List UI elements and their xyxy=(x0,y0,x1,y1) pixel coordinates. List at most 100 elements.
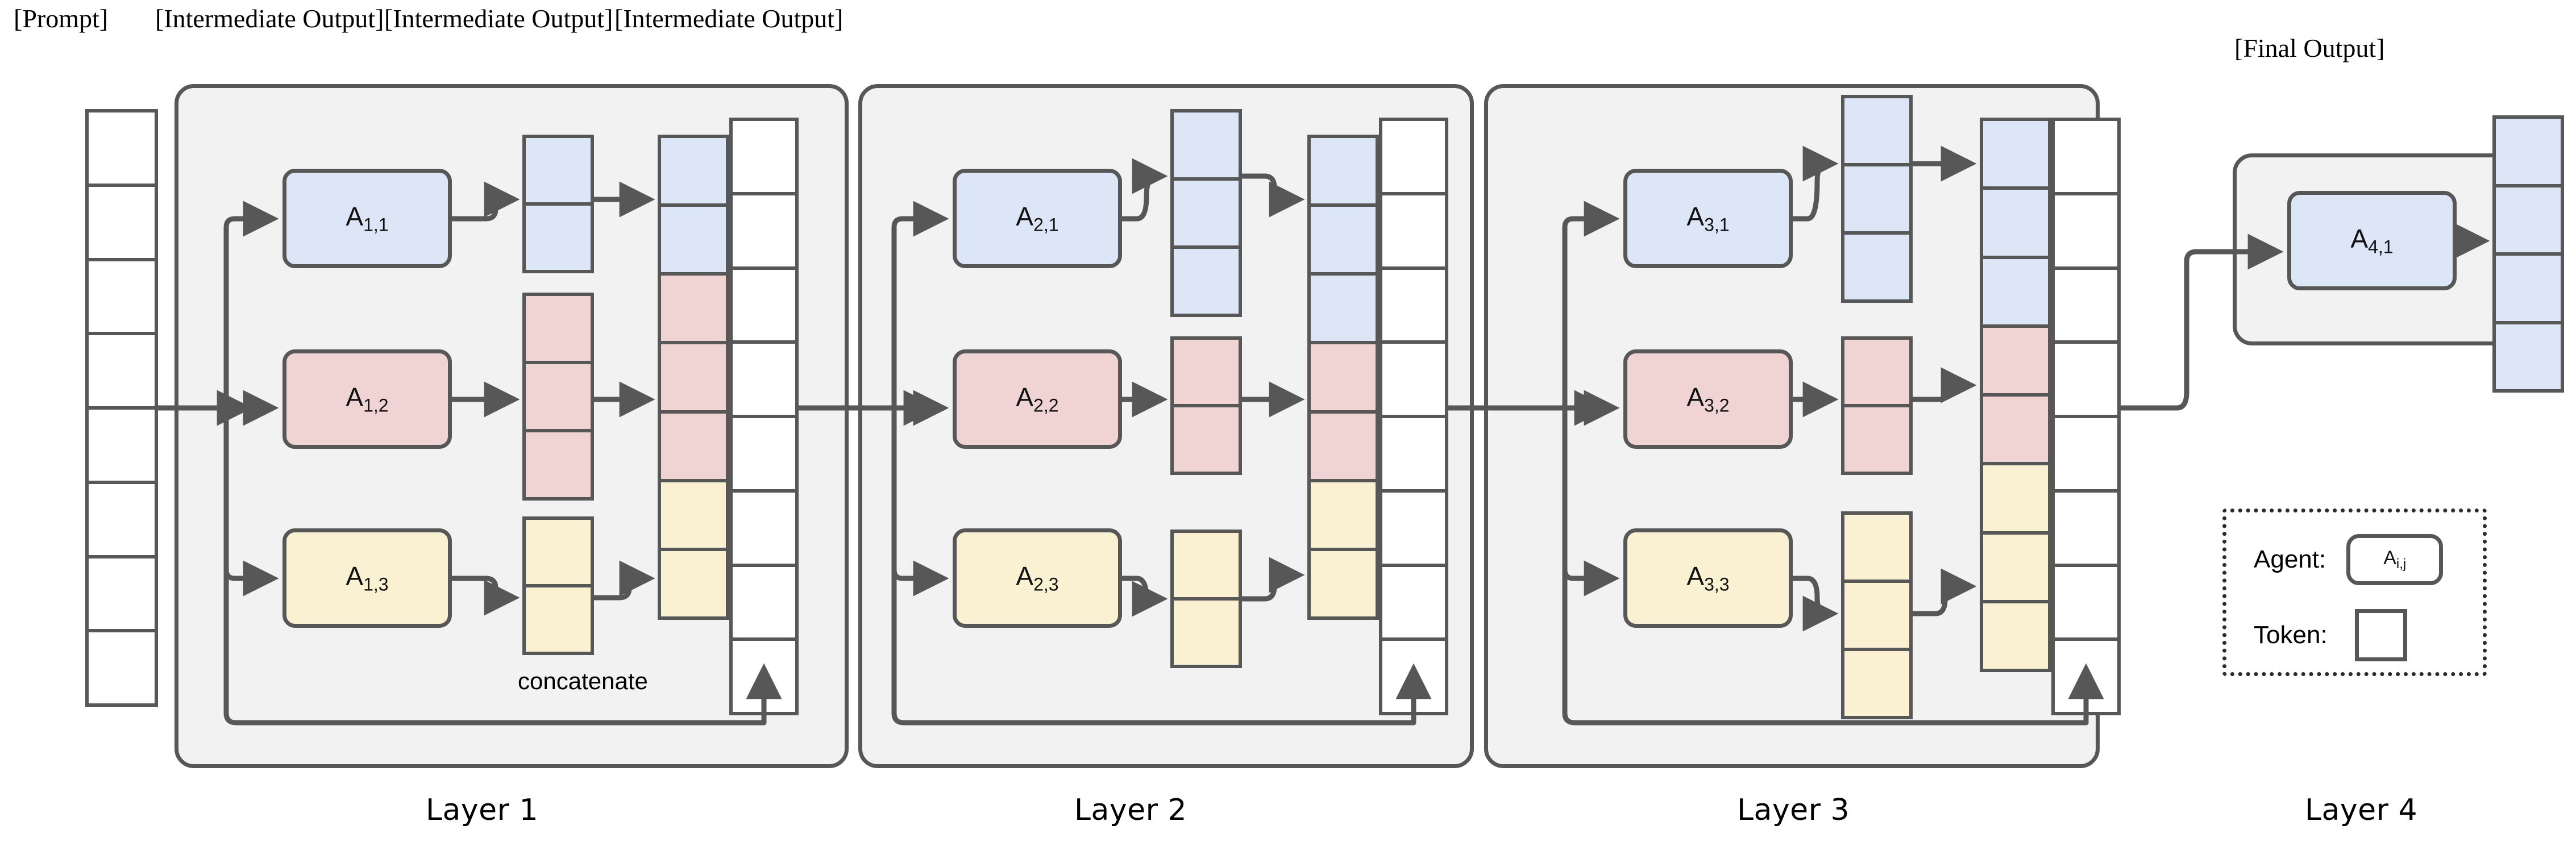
agent-A-3-1[interactable]: A3,1 xyxy=(1623,169,1793,268)
agent-A-2-3[interactable]: A2,3 xyxy=(953,528,1122,628)
final-output-token-cell xyxy=(2492,252,2564,324)
layer-4-caption: Layer 4 xyxy=(2305,793,2418,827)
agent-A-3-2[interactable]: A3,2 xyxy=(1623,349,1793,449)
legend-agent-chip: Ai,j xyxy=(2346,534,2444,585)
agent-label: A2,2 xyxy=(1016,382,1059,416)
prompt-token-cell xyxy=(85,109,158,187)
agent-A-3-3[interactable]: A3,3 xyxy=(1623,528,1793,628)
layer-1-concat-token-cell xyxy=(658,135,729,207)
layer-2-agent-output-token-cell xyxy=(1170,530,1242,601)
prompt-token-cell xyxy=(85,629,158,707)
layer-3-prompt-token-cell xyxy=(2051,489,2121,567)
layer-1-agent-output-token-cell xyxy=(522,361,594,432)
layer-3-agent-output-token-cell xyxy=(1841,580,1913,651)
agent-label: A2,3 xyxy=(1016,561,1059,595)
agent-A-2-2[interactable]: A2,2 xyxy=(953,349,1122,449)
layer-3-concat-column xyxy=(1980,118,2051,672)
header-intermediate-2: [Intermediate Output] xyxy=(384,4,613,33)
layer-3-prompt-token-cell xyxy=(2051,340,2121,418)
legend-row-token: Token: xyxy=(2254,609,2407,661)
layer-1-prompt-token-cell xyxy=(729,563,799,641)
layer-1-agent-output-token-cell xyxy=(522,516,594,587)
agent-label: A1,2 xyxy=(346,382,389,416)
layer-3-agent-output-blue xyxy=(1841,95,1913,303)
layer-3-concat-token-cell xyxy=(1980,599,2051,672)
layer-2-agent-output-token-cell xyxy=(1170,336,1242,407)
layer-2-agent-output-token-cell xyxy=(1170,597,1242,668)
legend-box: Agent: Ai,j Token: xyxy=(2222,508,2487,676)
layer-2-prompt-token-cell xyxy=(1379,118,1448,195)
layer-2-caption: Layer 2 xyxy=(1074,793,1187,827)
legend-token-chip xyxy=(2354,609,2407,661)
agent-label: A3,1 xyxy=(1686,202,1730,235)
header-intermediate-3: [Intermediate Output] xyxy=(614,4,844,33)
layer-2-agent-output-token-cell xyxy=(1170,245,1242,317)
layer-2-agent-output-yellow xyxy=(1170,530,1242,668)
legend-agent-label: Agent: xyxy=(2254,545,2326,573)
layer-3-concat-token-cell xyxy=(1980,531,2051,603)
layer-3-agent-output-yellow xyxy=(1841,511,1913,719)
layer-2-agent-output-token-cell xyxy=(1170,109,1242,181)
layer-2-concat-token-cell xyxy=(1307,272,1379,345)
layer-1-agent-output-yellow xyxy=(522,516,594,655)
prompt-token-cell xyxy=(85,555,158,633)
legend-row-agent: Agent: Ai,j xyxy=(2254,534,2444,585)
agent-A-1-3[interactable]: A1,3 xyxy=(282,528,452,628)
layer-1-concat-token-cell xyxy=(658,341,729,414)
layer-2-prompt-token-cell xyxy=(1379,266,1448,344)
layer-3-agent-output-token-cell xyxy=(1841,95,1913,166)
prompt-token-cell xyxy=(85,406,158,484)
layer-2-concat-token-cell xyxy=(1307,478,1379,551)
agent-label: A1,1 xyxy=(346,202,389,235)
final-output-column xyxy=(2492,115,2564,393)
layer-2-concat-token-cell xyxy=(1307,547,1379,620)
layer-1-agent-output-token-cell xyxy=(522,293,594,364)
layer-2-prompt-token-cell xyxy=(1379,340,1448,418)
agent-label: A2,1 xyxy=(1016,202,1059,235)
layer-2-agent-output-blue xyxy=(1170,109,1242,317)
prompt-token-cell xyxy=(85,257,158,336)
layer-1-concat-token-cell xyxy=(658,478,729,551)
layer-1-agent-output-blue xyxy=(522,135,594,273)
layer-3-concat-token-cell xyxy=(1980,393,2051,466)
layer-3-prompt-token-cell xyxy=(2051,191,2121,270)
legend-agent-chip-label: Ai,j xyxy=(2383,547,2407,572)
agent-label: A1,3 xyxy=(346,561,389,595)
agent-A-2-1[interactable]: A2,1 xyxy=(953,169,1122,268)
layer-1-prompt-token-cell xyxy=(729,266,799,344)
layer-3-agent-output-token-cell xyxy=(1841,163,1913,235)
layer-3-prompt-token-cell xyxy=(2051,118,2121,195)
layer-1-concat-column xyxy=(658,135,729,620)
layer-3-concat-token-cell xyxy=(1980,118,2051,190)
layer-3-agent-output-token-cell xyxy=(1841,511,1913,583)
layer-3-agent-output-token-cell xyxy=(1841,404,1913,475)
layer-3-prompt-token-cell xyxy=(2051,563,2121,641)
agent-A-1-1[interactable]: A1,1 xyxy=(282,169,452,268)
layer-1-agent-output-token-cell xyxy=(522,202,594,273)
layer-2-prompt-token-cell xyxy=(1379,191,1448,270)
layer-2-prompt-column xyxy=(1379,118,1448,715)
header-final-output: [Final Output] xyxy=(2234,34,2385,62)
layer-3-prompt-column xyxy=(2051,118,2121,715)
final-output-token-cell xyxy=(2492,115,2564,187)
agent-label: A3,2 xyxy=(1686,382,1730,416)
agent-A-1-2[interactable]: A1,2 xyxy=(282,349,452,449)
layer-3-caption: Layer 3 xyxy=(1737,793,1850,827)
layer-2-prompt-token-cell xyxy=(1379,637,1448,715)
layer-2-prompt-token-cell xyxy=(1379,415,1448,493)
layer-1-agent-output-token-cell xyxy=(522,584,594,655)
layer-2-agent-output-token-cell xyxy=(1170,404,1242,475)
layer-1-concat-token-cell xyxy=(658,203,729,276)
prompt-token-cell xyxy=(85,332,158,410)
agent-label: A4,1 xyxy=(2350,224,2394,257)
layer-1-prompt-column xyxy=(729,118,799,715)
layer-2-concat-column xyxy=(1307,135,1379,620)
layer-1-concat-token-cell xyxy=(658,410,729,482)
layer-3-agent-output-token-cell xyxy=(1841,231,1913,303)
layer-3-concat-token-cell xyxy=(1980,255,2051,328)
layer-1-prompt-token-cell xyxy=(729,637,799,715)
agent-A-4-1[interactable]: A4,1 xyxy=(2287,191,2457,290)
final-output-token-cell xyxy=(2492,320,2564,393)
layer-2-prompt-token-cell xyxy=(1379,563,1448,641)
